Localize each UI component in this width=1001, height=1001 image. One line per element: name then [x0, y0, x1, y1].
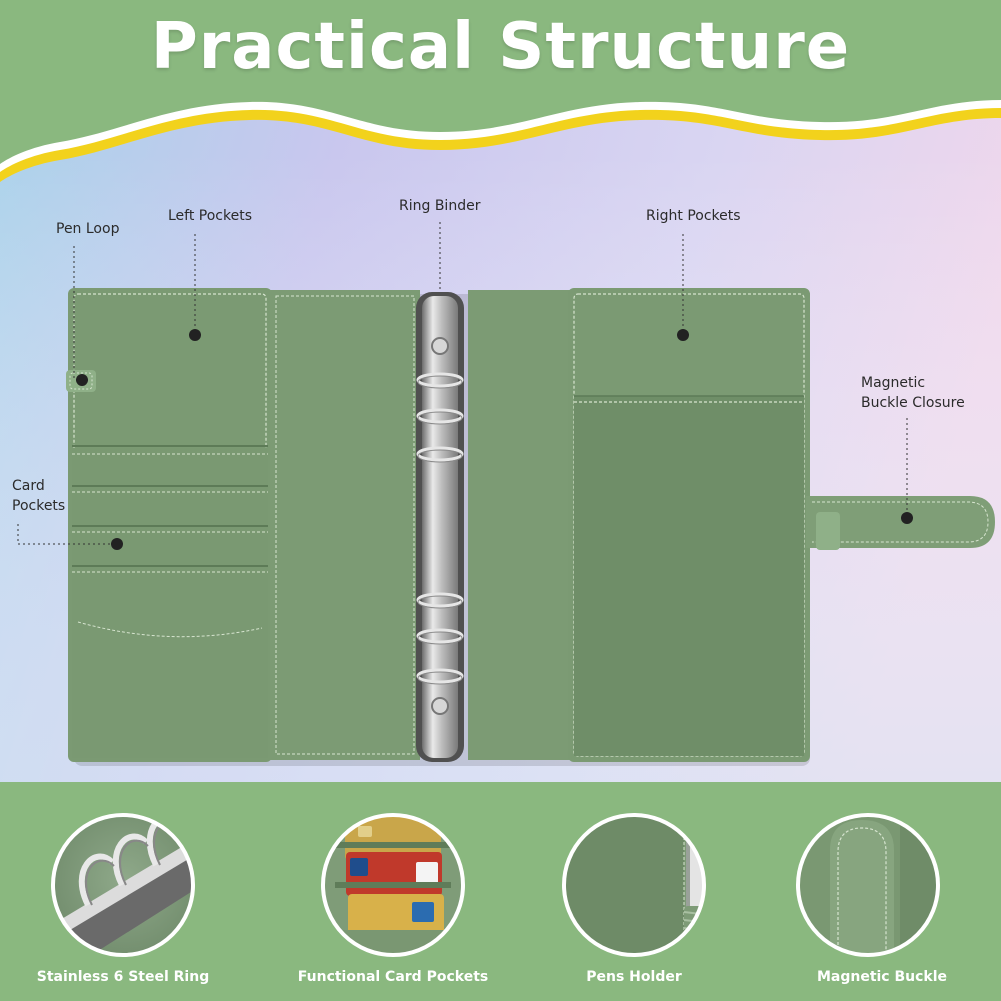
label-ring-binder: Ring Binder	[399, 198, 481, 214]
label-right-pockets: Right Pockets	[646, 208, 741, 224]
feature-caption-pens-holder: Pens Holder	[586, 969, 682, 985]
label-pen-loop: Pen Loop	[56, 221, 120, 237]
page-title: Practical Structure	[150, 10, 851, 84]
feature-caption-steel-ring: Stainless 6 Steel Ring	[36, 969, 210, 985]
label-left-pockets: Left Pockets	[168, 208, 252, 224]
label-card-pockets: Card Pockets	[12, 478, 66, 514]
feature-caption-card-pockets: Functional Card Pockets	[297, 969, 489, 985]
label-magnetic-closure: Magnetic Buckle Closure	[861, 375, 965, 411]
feature-caption-magnetic-buckle: Magnetic Buckle	[816, 969, 948, 985]
